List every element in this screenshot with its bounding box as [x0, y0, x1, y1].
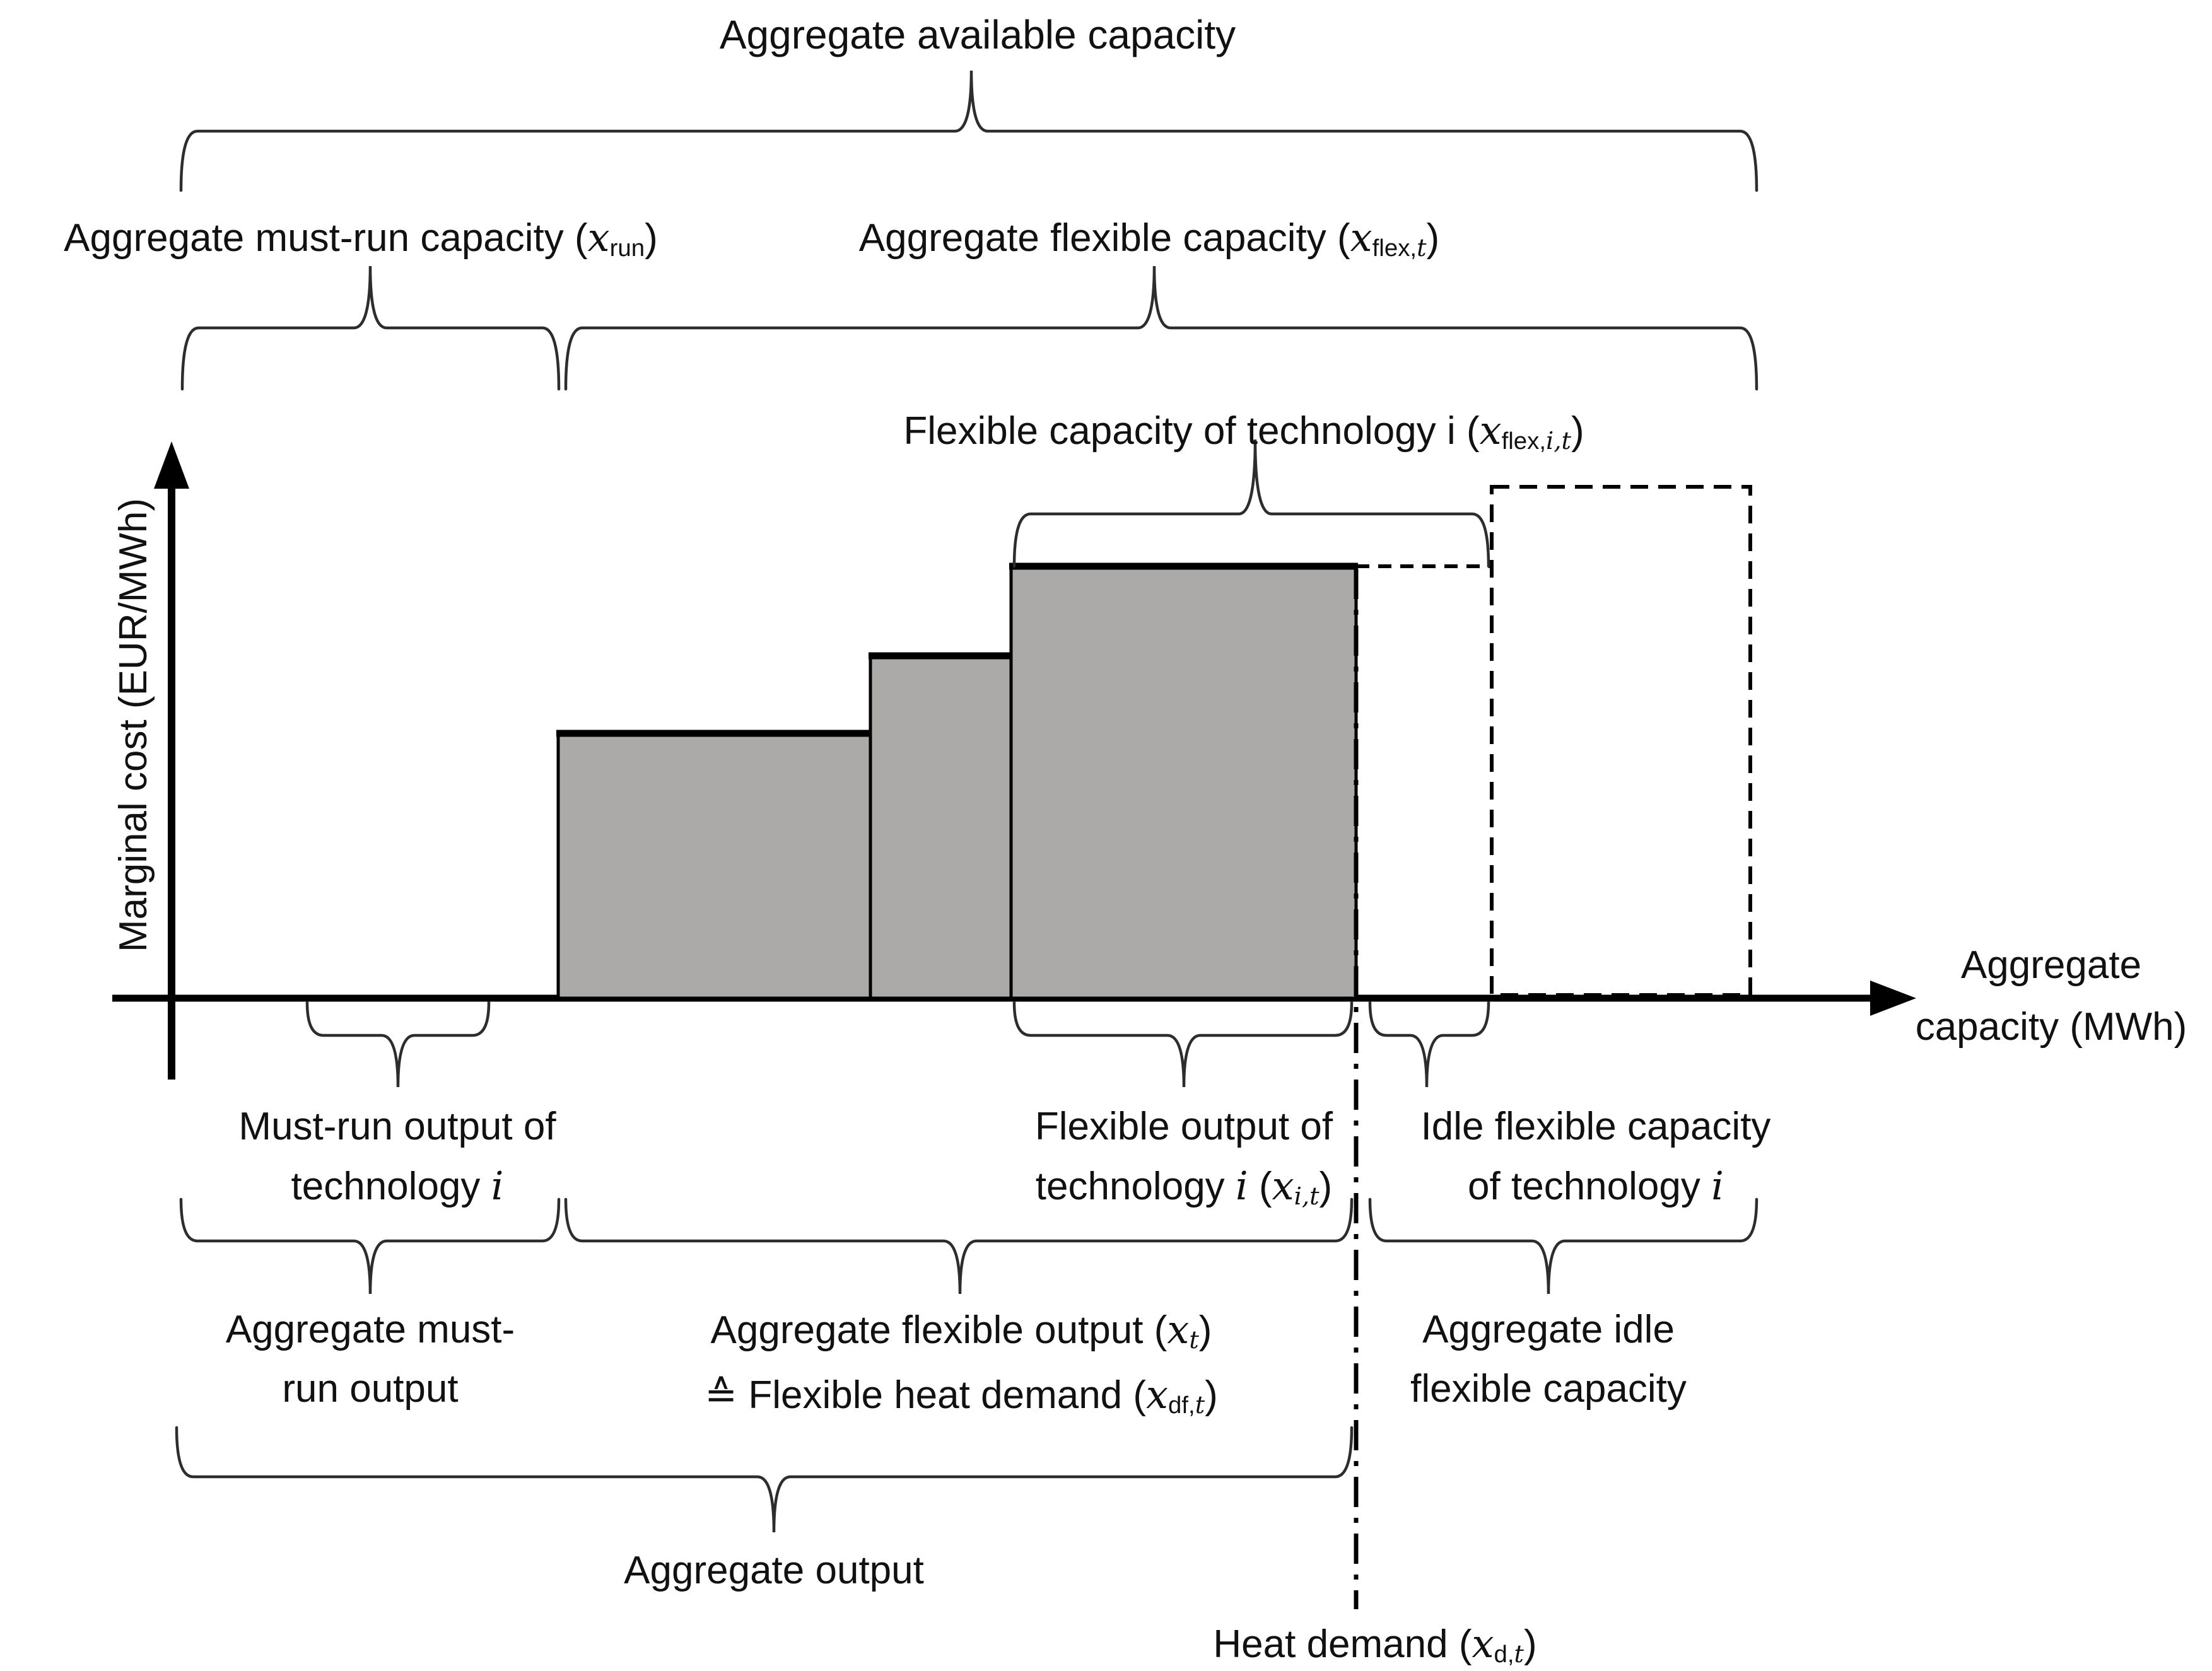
label-aggregate-flexible-capacity: Aggregate flexible capacity (xflex,t) [858, 214, 1440, 263]
label-aggregate-mustrun-output: Aggregate must- run output [225, 1308, 515, 1411]
brace-aggregate-mustrun-capacity [180, 265, 561, 391]
y-axis-arrow-icon [154, 441, 189, 489]
label-aggregate-flexible-output: Aggregate flexible output (xt) ≙ Flexibl… [705, 1307, 1218, 1420]
x-axis-label: Aggregate capacity (MWh) [1915, 943, 2187, 1049]
math-sub-italic: t [1189, 1326, 1199, 1355]
brace-aggregate-flexible-output [564, 1197, 1354, 1295]
math-var-x: x [1350, 214, 1372, 260]
brace-flexible-capacity-technology-i [1012, 439, 1490, 568]
math-var-i: i [491, 1163, 504, 1209]
brace-flexible-output-technology-i [1012, 1001, 1354, 1088]
label-aggregate-mustrun-capacity: Aggregate must-run capacity (xrun) [64, 214, 658, 262]
math-var-i: i [1235, 1163, 1248, 1209]
label-aggregate-output: Aggregate output [624, 1549, 924, 1592]
brace-mustrun-output-technology-i [305, 1001, 491, 1088]
corresponds-symbol: ≙ Flexible heat demand ( [705, 1373, 1147, 1417]
bar-technology-3 [1009, 564, 1358, 1000]
y-axis-label: Marginal cost (EUR/MWh) [112, 498, 155, 952]
math-var-x: x [1146, 1371, 1169, 1418]
brace-aggregate-available-capacity [179, 70, 1758, 192]
math-sub-italic: i,t [1294, 1182, 1320, 1211]
idle-capacity-dashed-rect [1490, 485, 1752, 997]
math-var-x: x [587, 214, 610, 260]
label-aggregate-idle-flexible-capacity: Aggregate idle flexible capacity [1410, 1308, 1687, 1411]
label-flexible-capacity-technology-i: Flexible capacity of technology i (xflex… [903, 407, 1584, 456]
math-sub-italic: t [1417, 234, 1427, 263]
math-sub: d, [1494, 1641, 1514, 1668]
math-sub: df, [1168, 1392, 1195, 1419]
math-var-x: x [1472, 1621, 1494, 1667]
math-sub-italic: t [1514, 1640, 1524, 1669]
label-mustrun-output-technology-i: Must-run output of technology i [238, 1105, 556, 1209]
x-axis-arrow-icon [1870, 981, 1916, 1016]
label-aggregate-available-capacity: Aggregate available capacity [720, 5, 1236, 64]
math-sub: run [609, 235, 645, 262]
label-heat-demand: Heat demand (xd,t) [1213, 1621, 1537, 1669]
math-sub-italic: t [1195, 1391, 1205, 1420]
brace-aggregate-output [175, 1426, 1354, 1533]
label-idle-flexible-capacity-technology-i: Idle flexible capacity of technology i [1420, 1105, 1771, 1209]
brace-aggregate-mustrun-output [179, 1197, 561, 1295]
math-sub-italic: i,t [1546, 427, 1571, 456]
math-var-x: x [1272, 1163, 1294, 1209]
math-var-i: i [1711, 1163, 1724, 1209]
label-flexible-output-technology-i: Flexible output of technology i (xi,t) [1034, 1105, 1333, 1211]
math-var-x: x [1479, 407, 1502, 453]
math-var-x: x [1167, 1307, 1190, 1353]
bar-technology-1 [556, 731, 872, 1000]
bar-technology-2 [869, 654, 1013, 1000]
brace-idle-capacity-technology-i [1368, 1001, 1490, 1088]
math-sub: flex, [1501, 428, 1547, 455]
label-text: Aggregate available capacity [719, 12, 1236, 57]
brace-aggregate-flexible-capacity [564, 265, 1758, 391]
brace-aggregate-idle-capacity [1368, 1197, 1758, 1295]
math-sub: flex, [1372, 235, 1417, 262]
